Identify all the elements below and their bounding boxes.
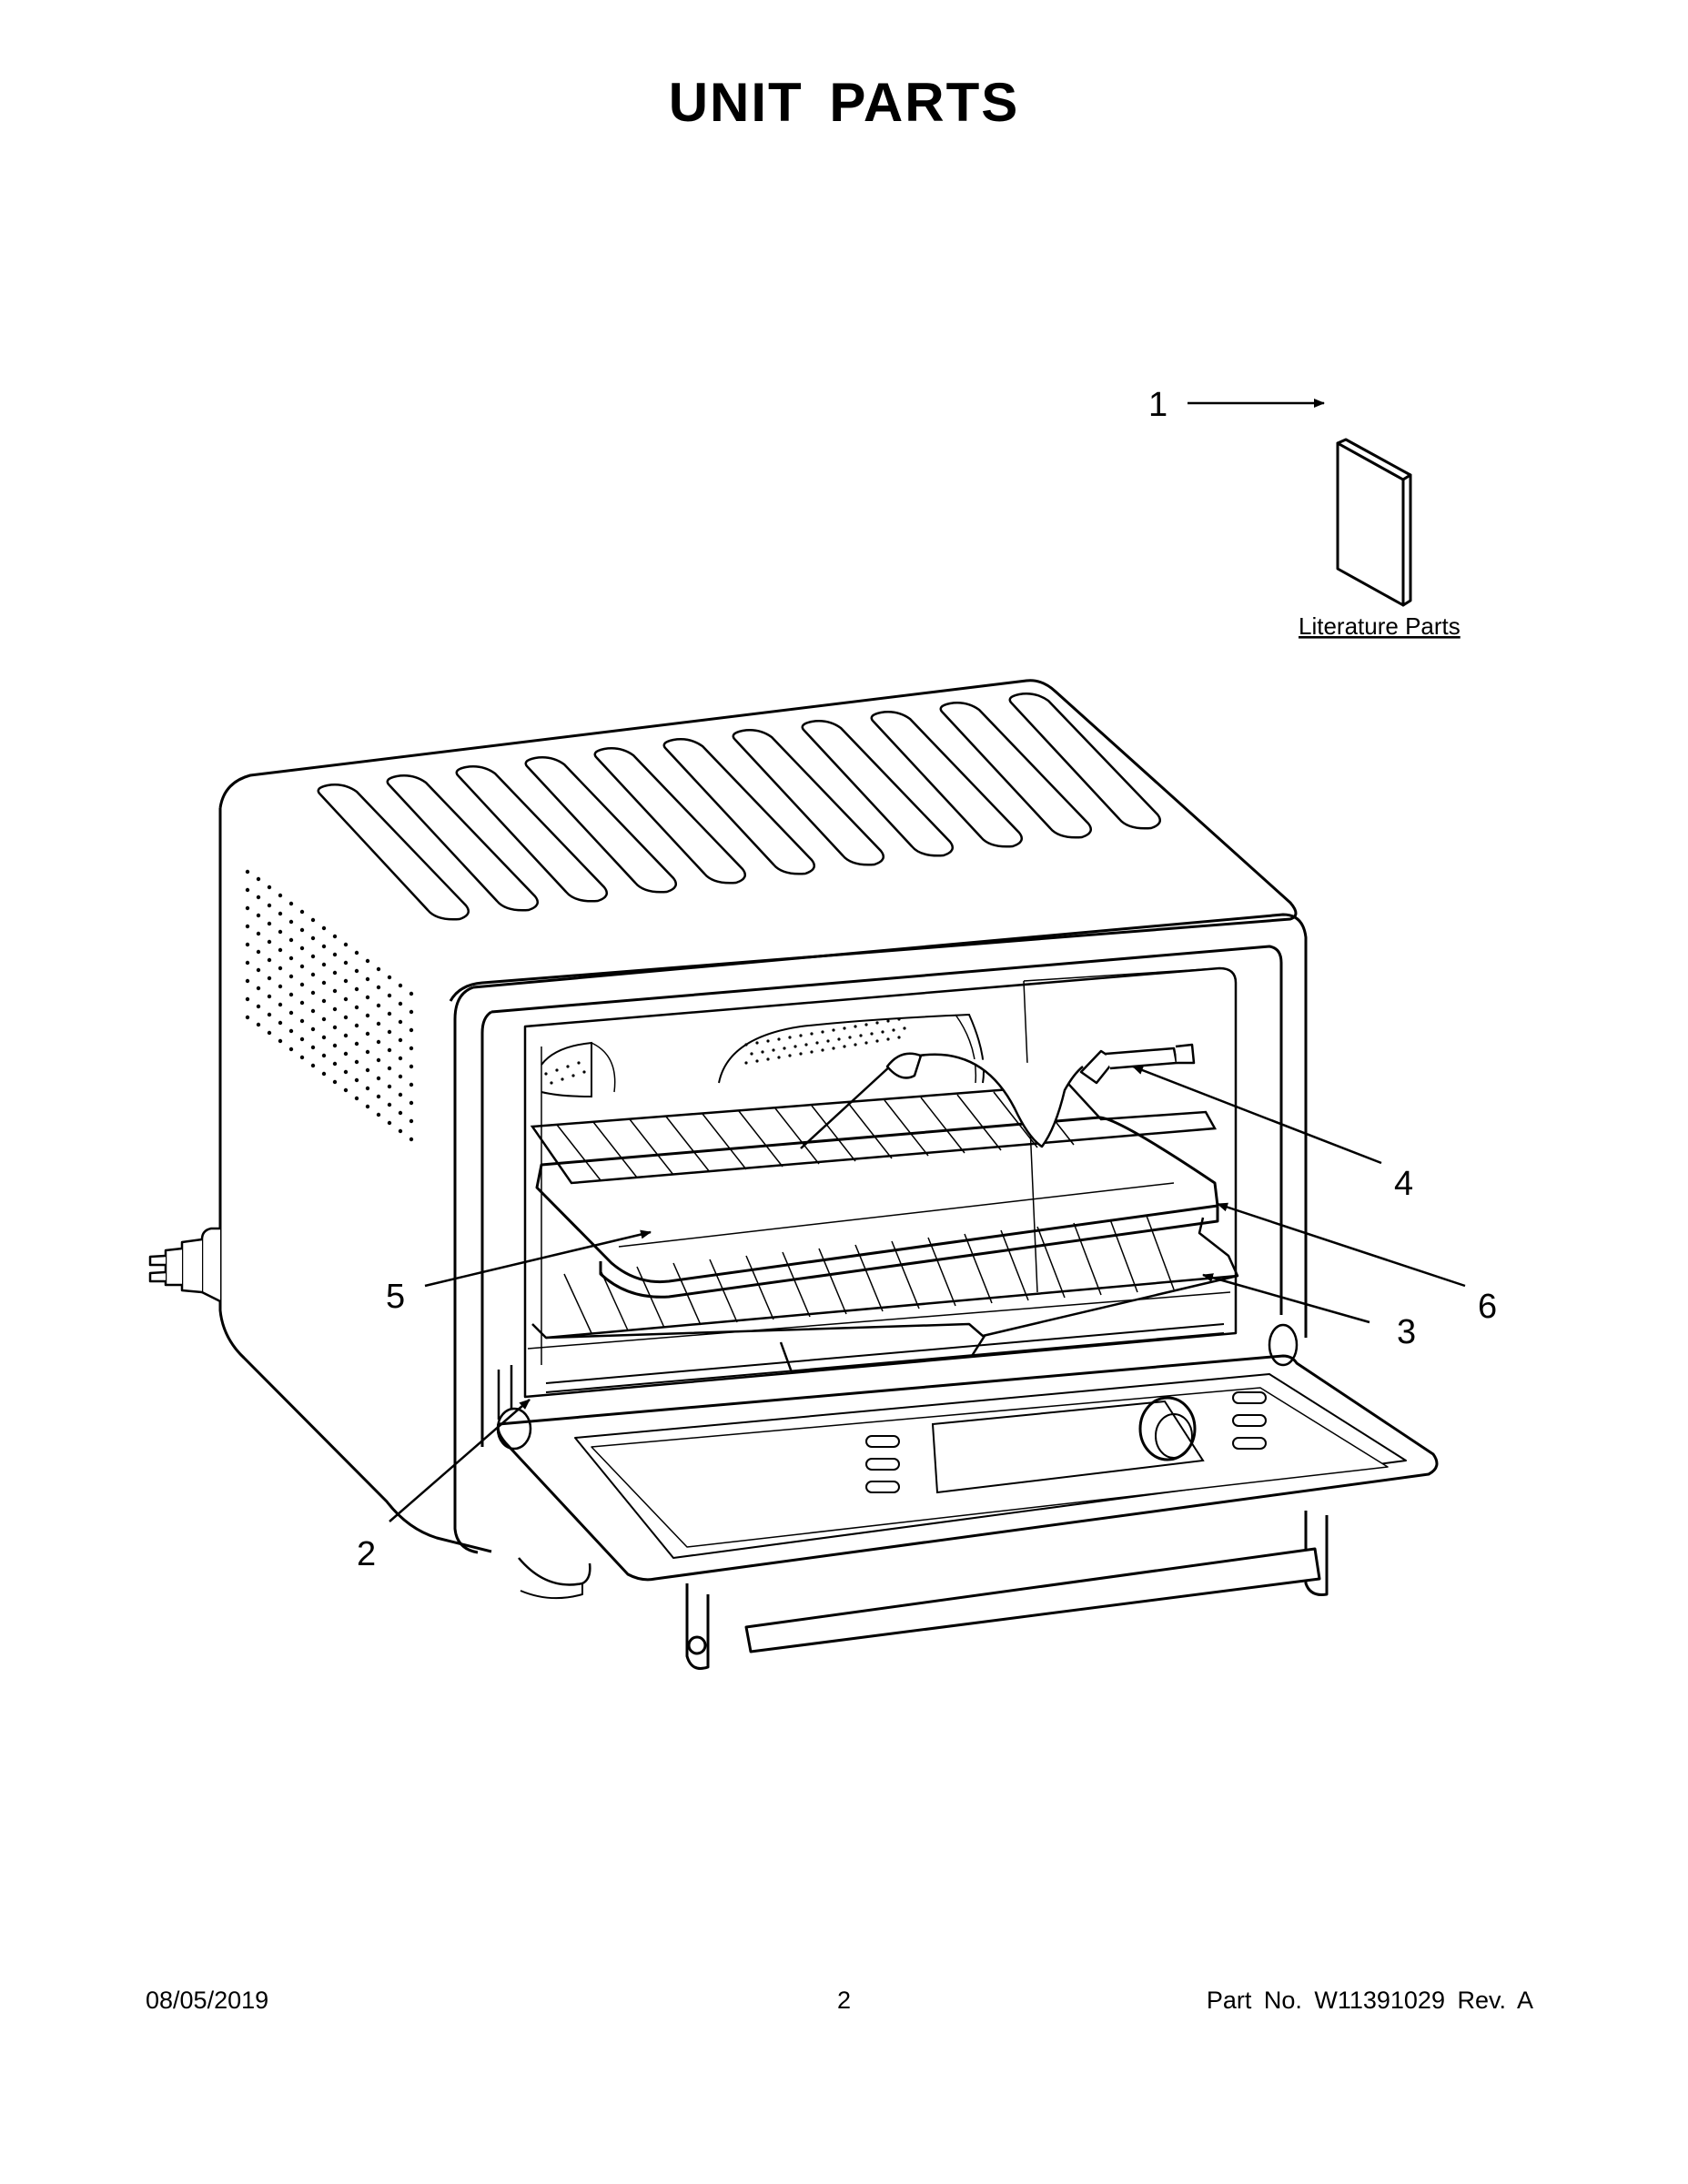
crumb-tray	[545, 1323, 1225, 1393]
door-handle	[685, 1511, 1329, 1670]
lower-rack-wires	[563, 1215, 1175, 1334]
lower-oven-rack	[527, 1217, 1239, 1374]
literature-parts-label: Literature Parts	[1299, 612, 1461, 640]
callout-3: 3	[1397, 1313, 1416, 1351]
control-panel	[931, 1396, 1205, 1494]
side-vent-pattern	[245, 869, 414, 1142]
callout-6-leader	[1217, 1202, 1466, 1288]
convection-fans	[541, 1013, 985, 1098]
callout-4: 4	[1394, 1165, 1413, 1203]
oven-door	[496, 1354, 1439, 1582]
fan-mesh	[544, 1017, 906, 1085]
callout-1: 1	[1148, 386, 1167, 424]
callout-6: 6	[1478, 1288, 1497, 1326]
footer-date: 08/05/2019	[146, 1987, 269, 2014]
upper-oven-rack	[530, 1083, 1218, 1185]
callout-4-leader	[1132, 1065, 1382, 1165]
footer-page-number: 2	[836, 1987, 852, 2014]
callout-2: 2	[357, 1535, 376, 1573]
top-vents	[317, 693, 1162, 921]
callout-5-leader	[424, 1229, 652, 1288]
callout-3-leader	[1202, 1273, 1370, 1324]
power-plug	[148, 1227, 221, 1303]
control-buttons	[865, 1391, 1267, 1493]
literature-booklet	[1336, 438, 1412, 607]
footer-part-number: Part No. W11391029 Rev. A	[1206, 1987, 1533, 2014]
callout-5: 5	[386, 1278, 405, 1316]
page-title: UNIT PARTS	[668, 72, 1020, 133]
callout-2-leader	[389, 1399, 531, 1522]
temperature-probe	[800, 1043, 1196, 1149]
